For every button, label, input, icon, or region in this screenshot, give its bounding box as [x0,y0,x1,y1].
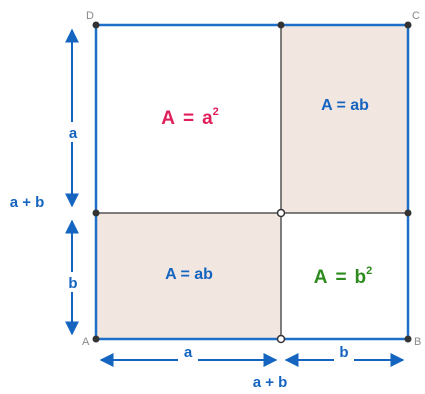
vertex-label-d: D [86,10,94,22]
dim-label-left-b: b [68,275,77,292]
point-top-mid [277,21,285,29]
outer-square [94,23,410,341]
point-a [92,335,100,343]
point-c [404,21,412,29]
vertex-label-a: A [82,336,90,348]
area-label-ab-top: A = ab [321,97,369,114]
point-left-mid [92,209,100,217]
rect-ab-top-right [281,25,408,213]
vertex-label-c: C [412,10,420,22]
dim-label-bottom-b: b [339,344,348,361]
dim-label-bottom-a: a [184,344,193,361]
area-label-b-squared: A=b2 [314,265,373,288]
dim-label-left-total: a + b [10,194,45,211]
vertex-label-b: B [414,336,421,348]
area-label-ab-bottom: A = ab [165,266,213,283]
dim-label-left-a: a [69,125,78,142]
dim-label-bottom-total: a + b [253,374,288,391]
point-bottom-mid [276,334,286,344]
point-b [404,335,412,343]
area-label-a-squared: A=a2 [161,106,219,129]
point-d [92,21,100,29]
point-center [276,208,286,218]
rect-ab-bottom-left [96,213,281,339]
point-right-mid [404,209,412,217]
